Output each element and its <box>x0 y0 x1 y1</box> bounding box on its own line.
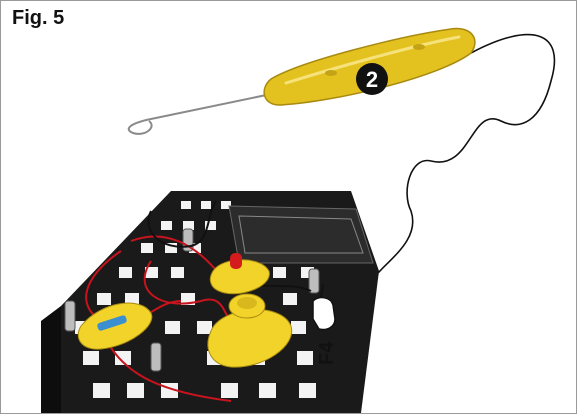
yellow-component-switch <box>207 293 293 368</box>
step-marker-badge: 2 <box>356 63 388 95</box>
yellow-component-led <box>209 253 270 295</box>
hand-pointer-icon <box>312 284 336 331</box>
step-marker-number: 2 <box>366 67 378 92</box>
connector-label: F4 <box>316 341 338 365</box>
base-board <box>41 191 379 413</box>
probe-wire <box>127 92 277 135</box>
figure-title: Fig. 5 <box>12 7 65 29</box>
yellow-component-battery-clip <box>77 302 153 350</box>
